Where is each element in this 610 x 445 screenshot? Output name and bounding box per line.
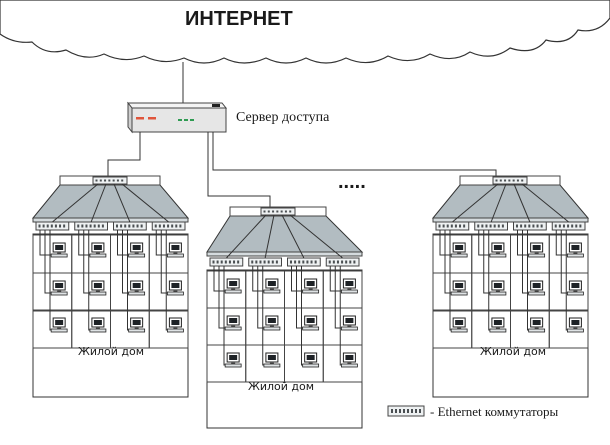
computer-icon (89, 317, 107, 333)
computer-icon (89, 242, 107, 258)
ethernet-switch-icon (435, 221, 470, 231)
computer-icon (89, 280, 107, 296)
computer-icon (128, 242, 146, 258)
ethernet-switch-icon (92, 176, 128, 185)
computer-icon (263, 315, 281, 331)
ethernet-switch-icon (551, 221, 586, 231)
computer-icon (340, 278, 358, 294)
computer-icon (263, 278, 281, 294)
ethernet-switch-icon (248, 257, 282, 267)
ethernet-switch-icon (474, 221, 508, 231)
computer-icon (340, 315, 358, 331)
computer-icon (528, 242, 546, 258)
apartment-building: Жилой дом (31, 175, 190, 398)
ethernet-switch-icon (113, 221, 147, 231)
ethernet-switch-icon (151, 221, 186, 231)
legend: - Ethernet коммутаторы (387, 404, 559, 419)
computer-icon (50, 280, 68, 296)
house-label: Жилой дом (78, 345, 144, 358)
ethernet-switch-icon (35, 221, 70, 231)
ethernet-switch-icon (325, 257, 360, 267)
ethernet-switch-icon (287, 257, 321, 267)
computer-icon (489, 242, 507, 258)
computer-icon (224, 278, 242, 294)
computer-icon (489, 280, 507, 296)
ethernet-switch-icon (260, 207, 296, 216)
cloud-title: ИНТЕРНЕТ (185, 8, 293, 30)
legend-label: - Ethernet коммутаторы (430, 404, 559, 419)
computer-icon (450, 280, 468, 296)
computer-icon (528, 317, 546, 333)
computer-icon (567, 242, 584, 258)
computer-icon (263, 352, 281, 368)
house-label: Жилой дом (248, 380, 314, 393)
server-label: Сервер доступа (236, 110, 330, 125)
computer-icon (224, 352, 242, 368)
apartment-building: Жилой дом (206, 206, 364, 429)
computer-icon (166, 280, 184, 296)
apartment-building: Жилой дом (431, 175, 590, 398)
computer-icon (528, 280, 546, 296)
house-label: Жилой дом (480, 345, 546, 358)
computer-icon (224, 315, 242, 331)
ellipsis: ..... (338, 171, 366, 193)
computer-icon (450, 317, 468, 333)
computer-icon (302, 278, 320, 294)
computer-icon (489, 317, 507, 333)
computer-icon (450, 242, 468, 258)
ethernet-switch-icon (209, 257, 244, 267)
computer-icon (340, 352, 358, 368)
computer-icon (166, 242, 184, 258)
computer-icon (128, 317, 146, 333)
legend-switch-icon (387, 405, 425, 417)
ethernet-switch-icon (513, 221, 547, 231)
computer-icon (567, 317, 584, 333)
computer-icon (50, 242, 68, 258)
access-server-icon (126, 101, 228, 134)
computer-icon (567, 280, 584, 296)
computer-icon (302, 352, 320, 368)
computer-icon (128, 280, 146, 296)
computer-icon (50, 317, 68, 333)
computer-icon (166, 317, 184, 333)
ethernet-switch-icon (74, 221, 108, 231)
ethernet-switch-icon (492, 176, 528, 185)
computer-icon (302, 315, 320, 331)
internet-cloud-icon (0, 0, 610, 64)
